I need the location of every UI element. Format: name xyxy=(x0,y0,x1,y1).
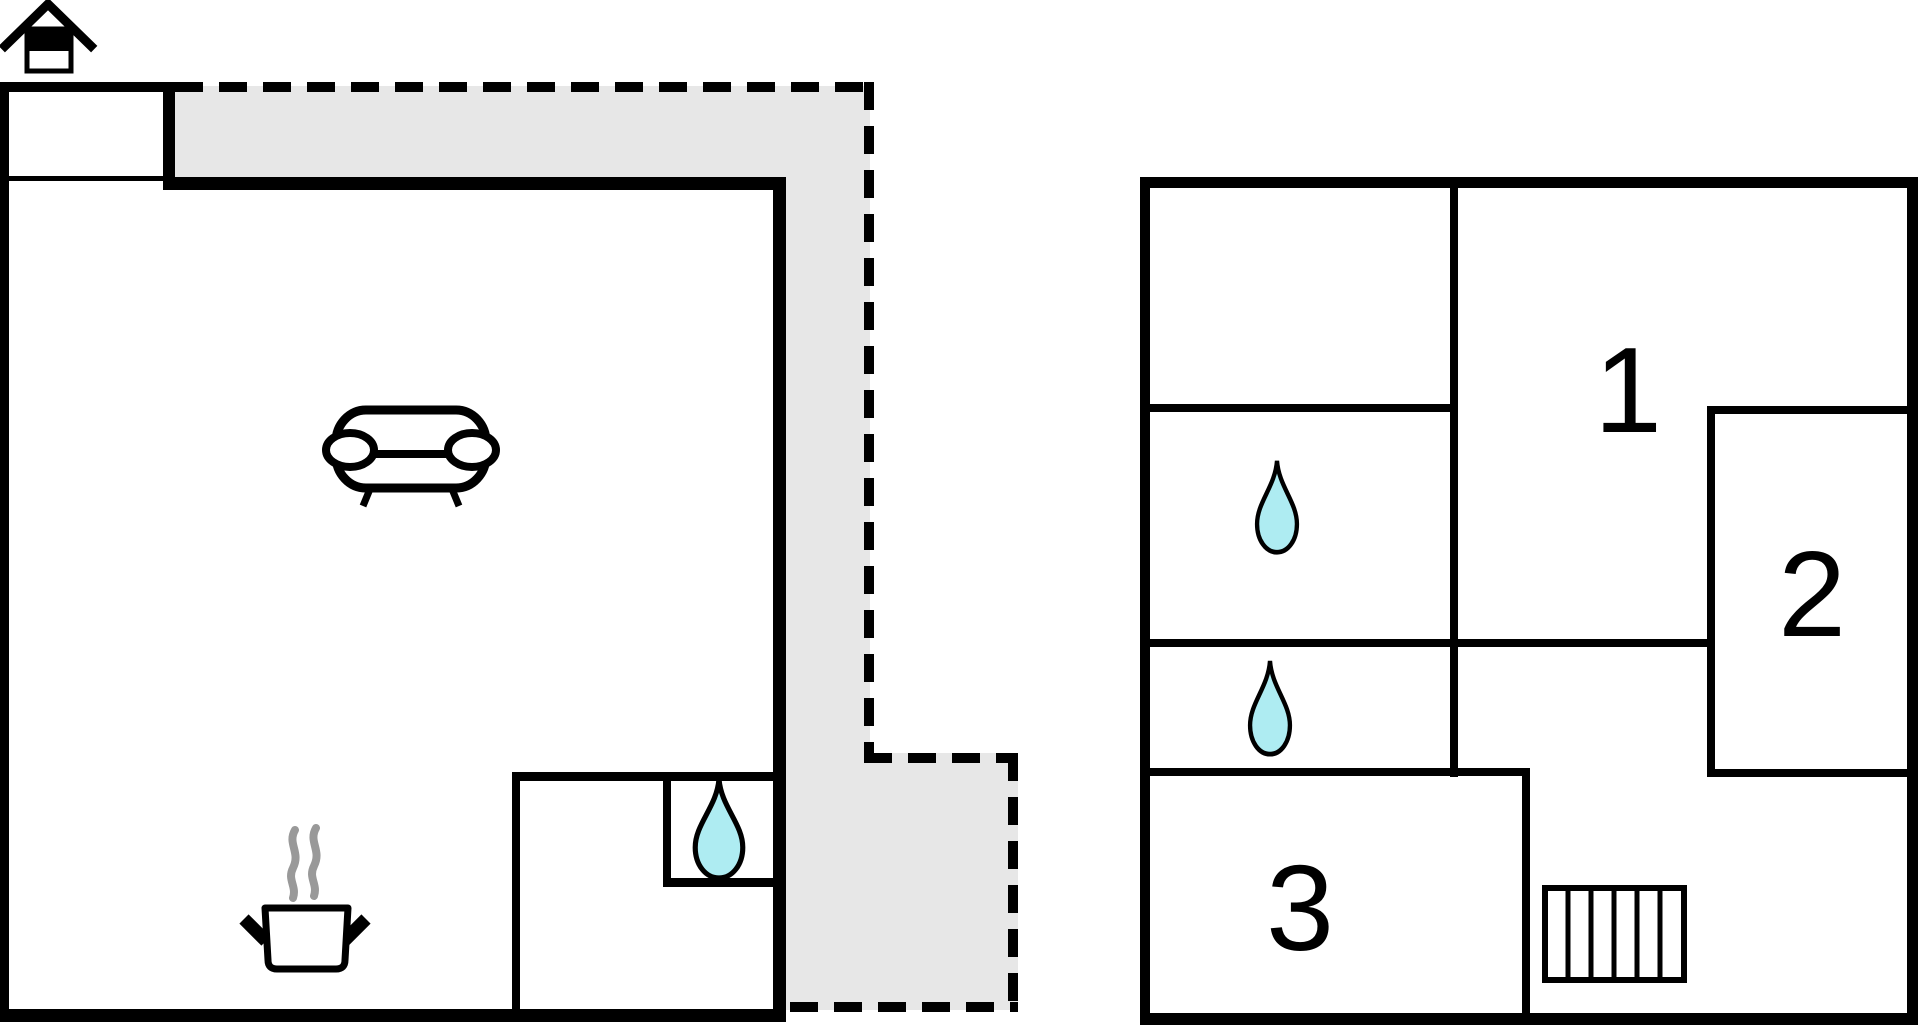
wall-bath-nook-left xyxy=(663,772,671,887)
terrace-area-top-band xyxy=(175,86,870,190)
wall-entrance-alcove-right xyxy=(163,82,175,190)
cooking-pot-icon xyxy=(239,824,371,973)
wall-room2-top xyxy=(1707,406,1918,414)
wall-entrance-alcove-top xyxy=(0,82,175,92)
wall-outer-bottom xyxy=(1140,1013,1918,1025)
water-drop-icon xyxy=(692,778,746,881)
water-drop-icon xyxy=(1247,660,1293,757)
terrace-area-bottom-foot xyxy=(786,753,1018,1010)
wall-left-column-right xyxy=(1450,177,1458,777)
sofa-icon xyxy=(322,405,500,508)
steam-icon xyxy=(287,826,300,902)
room-label-1: 1 xyxy=(1594,322,1662,458)
room-label-2: 2 xyxy=(1778,526,1846,662)
wall-hall-bottom xyxy=(1140,768,1530,776)
wall-main-right xyxy=(773,177,786,1022)
terrace-dashed-edge-top xyxy=(175,82,875,92)
wall-main-top xyxy=(163,177,786,190)
wall-top-left-room-bottom xyxy=(1140,404,1458,412)
terrace-dashed-edge-right-upper xyxy=(864,82,874,763)
room-label-3: 3 xyxy=(1266,840,1334,976)
entrance-house-icon xyxy=(0,0,98,74)
wall-bath-nook-bottom xyxy=(663,878,786,887)
wall-room3-right xyxy=(1522,768,1530,1018)
wall-outer-left xyxy=(1140,177,1150,1025)
terrace-area-side-band xyxy=(786,177,870,763)
steam-icon xyxy=(308,824,321,900)
wall-left-outer xyxy=(0,82,9,1022)
wall-inner-room-top xyxy=(512,772,786,781)
wall-entrance-alcove-bottom xyxy=(9,176,163,181)
wall-bathroom-bottom xyxy=(1140,639,1708,647)
water-drop-icon xyxy=(1254,460,1300,555)
terrace-dashed-edge-bottom xyxy=(790,1002,1018,1012)
wall-room2-left xyxy=(1707,406,1715,777)
terrace-dashed-edge-step xyxy=(864,753,1018,763)
wall-outer-top xyxy=(1140,177,1918,188)
wall-main-bottom xyxy=(0,1009,786,1022)
wall-inner-room-left xyxy=(512,772,520,1022)
wall-room2-bottom xyxy=(1707,769,1918,777)
terrace-dashed-edge-right-lower xyxy=(1008,753,1018,1012)
stairs-icon xyxy=(1542,885,1687,983)
wall-outer-right xyxy=(1907,177,1918,1025)
